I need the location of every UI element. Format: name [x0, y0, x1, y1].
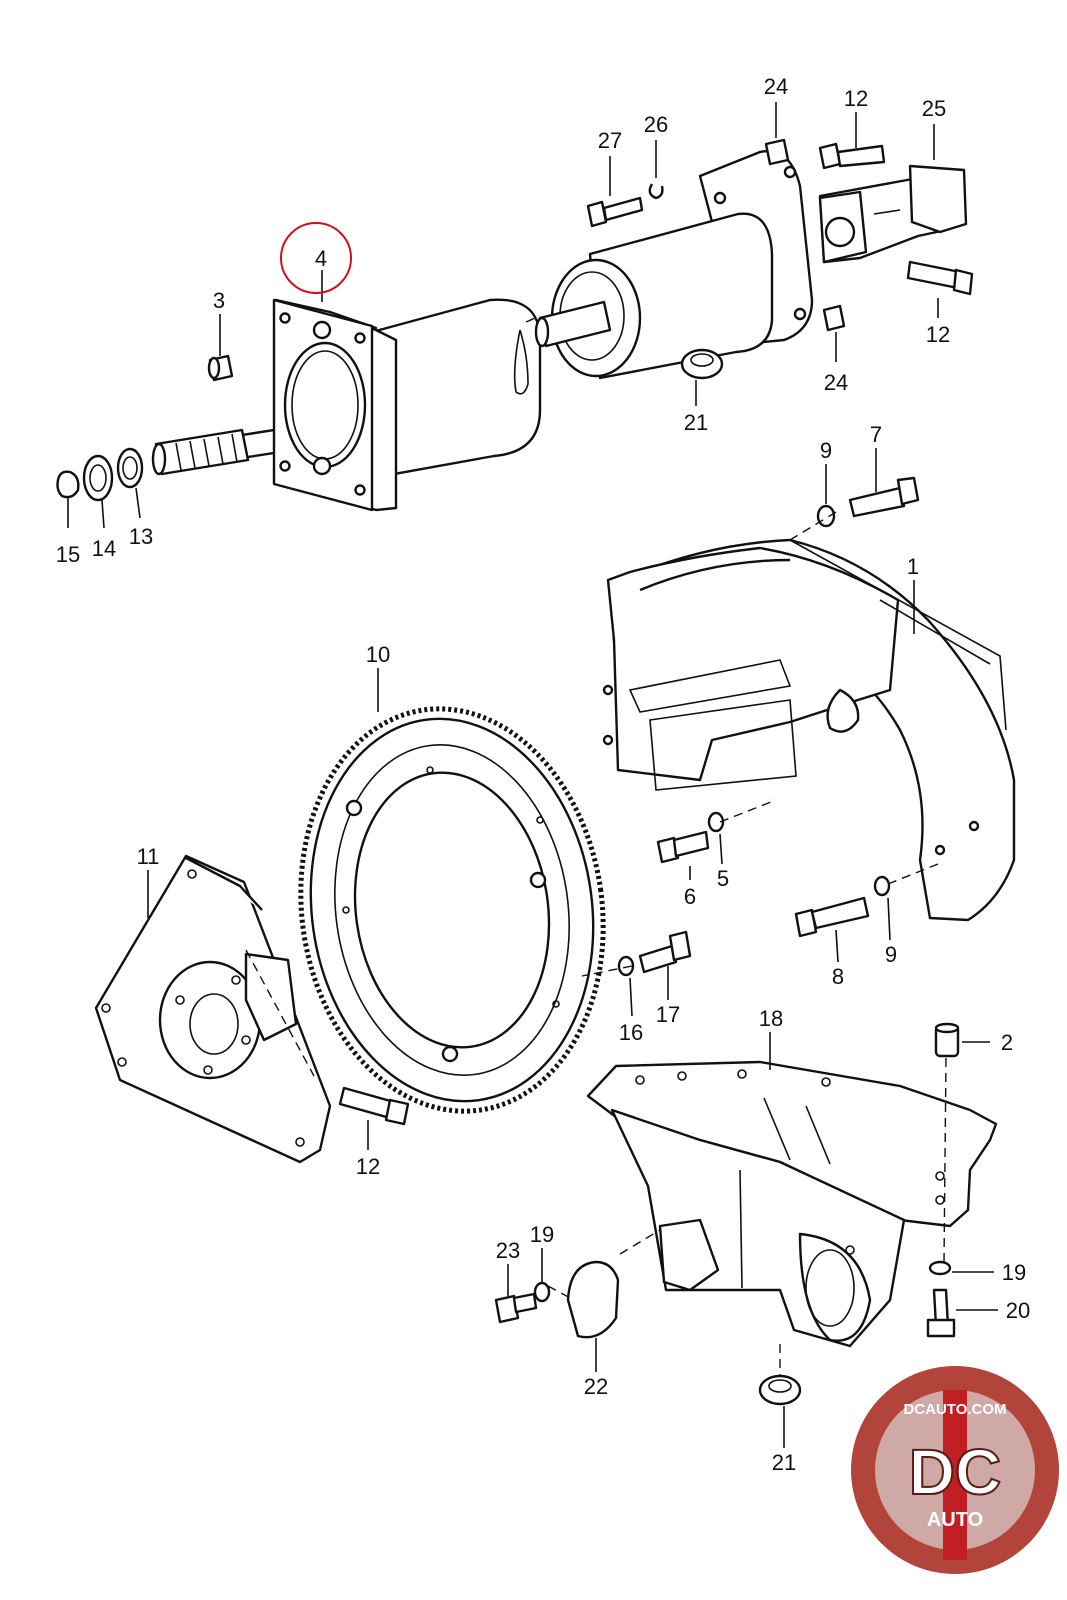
- callout-23[interactable]: 23: [496, 1238, 520, 1263]
- callout-21-top[interactable]: 21: [684, 410, 708, 435]
- bolt-12-right: [906, 260, 974, 296]
- callout-2[interactable]: 2: [1001, 1030, 1013, 1055]
- callout-12-flex[interactable]: 12: [356, 1154, 380, 1179]
- bolt-8: [794, 896, 870, 938]
- bolt-17: [638, 930, 692, 974]
- bolt-23: [494, 1292, 538, 1324]
- washer-16: [617, 955, 635, 977]
- washer-19-right: [928, 1260, 952, 1276]
- rear-housing: [534, 150, 814, 380]
- callout-22[interactable]: 22: [584, 1374, 608, 1399]
- logo-initials: DC: [909, 1436, 1001, 1508]
- leader-lines: [67, 102, 998, 1448]
- callout-15[interactable]: 15: [56, 542, 80, 567]
- callout-19-left[interactable]: 19: [530, 1222, 554, 1247]
- callout-19-right[interactable]: 19: [1002, 1260, 1026, 1285]
- circlip-15: [56, 470, 80, 499]
- bolt-12-top: [818, 142, 886, 170]
- callout-17[interactable]: 17: [656, 1002, 680, 1027]
- callout-1[interactable]: 1: [907, 554, 919, 579]
- callout-18[interactable]: 18: [759, 1006, 783, 1031]
- dowel-2: [934, 1022, 960, 1058]
- callout-10[interactable]: 10: [366, 642, 390, 667]
- callout-5[interactable]: 5: [717, 866, 729, 891]
- washer-5: [707, 811, 725, 833]
- callout-14[interactable]: 14: [92, 536, 116, 561]
- bolt-12-flex: [338, 1086, 410, 1126]
- bolt-6: [656, 830, 710, 864]
- callout-3[interactable]: 3: [213, 288, 225, 313]
- bolt-7: [848, 476, 920, 518]
- seal-14: [82, 454, 114, 502]
- intermediate-housing: [272, 298, 542, 512]
- nut-3: [207, 354, 234, 382]
- cover-22: [566, 1260, 620, 1339]
- dowel-24-bottom: [822, 304, 846, 332]
- callout-13[interactable]: 13: [129, 524, 153, 549]
- callout-4[interactable]: 4: [315, 246, 327, 271]
- callout-24-top[interactable]: 24: [764, 74, 788, 99]
- callout-9-top[interactable]: 9: [820, 438, 832, 463]
- seal-21-top: [680, 348, 724, 380]
- washer-9-bottom: [873, 875, 891, 897]
- seal-21-bottom: [758, 1374, 802, 1406]
- flex-plate: [94, 854, 332, 1164]
- callouts: 4 3 15 14 13 27 26 24 12 25 12 24 21 9 7…: [56, 74, 1030, 1475]
- bolt-27: [586, 196, 644, 228]
- callout-25[interactable]: 25: [922, 96, 946, 121]
- callout-16[interactable]: 16: [619, 1020, 643, 1045]
- bolt-20: [926, 1288, 956, 1338]
- ring-gear: [298, 706, 606, 1114]
- callout-8[interactable]: 8: [832, 964, 844, 989]
- clip-26: [648, 183, 664, 200]
- washer-19-left: [533, 1281, 551, 1303]
- assembly-lines: [525, 315, 947, 1376]
- callout-12-top[interactable]: 12: [844, 86, 868, 111]
- callout-27[interactable]: 27: [598, 128, 622, 153]
- callout-9-bottom[interactable]: 9: [885, 942, 897, 967]
- callout-20[interactable]: 20: [1006, 1298, 1030, 1323]
- washer-9-top: [816, 504, 836, 528]
- callout-11[interactable]: 11: [137, 844, 160, 869]
- logo-subtitle: AUTO: [927, 1509, 983, 1531]
- dowel-24-top: [764, 138, 790, 166]
- callout-21-bottom[interactable]: 21: [772, 1450, 796, 1475]
- bell-housing: [602, 538, 1016, 922]
- callout-6[interactable]: 6: [684, 884, 696, 909]
- dcauto-logo: DCAUTO.COM DC AUTO: [851, 1366, 1059, 1574]
- shift-guide: [818, 164, 968, 264]
- washer-13: [116, 447, 144, 489]
- highlight-circle: [280, 222, 352, 294]
- callout-26[interactable]: 26: [644, 112, 668, 137]
- callout-7[interactable]: 7: [870, 422, 882, 447]
- callout-12-right[interactable]: 12: [926, 322, 950, 347]
- callout-24-bottom[interactable]: 24: [824, 370, 848, 395]
- oil-pan: [586, 1060, 998, 1348]
- logo-domain: DCAUTO.COM: [903, 1401, 1006, 1418]
